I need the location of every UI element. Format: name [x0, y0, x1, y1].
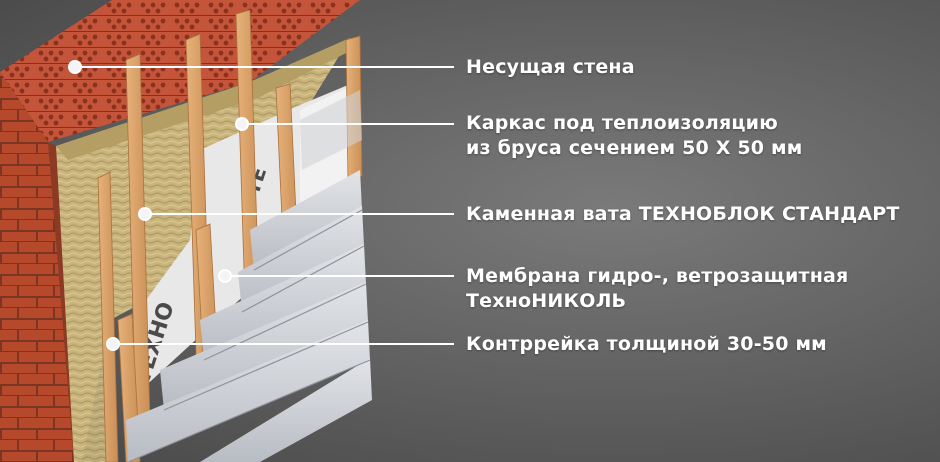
- label-counter-batten-text: Контррейка толщиной 30-50 мм: [466, 333, 827, 355]
- callout-dot-frame: [235, 117, 249, 131]
- label-wall-text: Несущая стена: [466, 56, 635, 78]
- label-stone-wool: Каменная вата ТЕХНОБЛОК СТАНДАРТ: [466, 202, 900, 227]
- callout-dot-wall: [68, 60, 82, 74]
- label-membrane-line1: Мембрана гидро-, ветрозащитная: [466, 265, 849, 287]
- brick-wall: [0, 0, 360, 462]
- callout-dot-membrane: [218, 269, 232, 283]
- label-frame-line1: Каркас под теплоизоляцию: [466, 112, 778, 134]
- label-frame: Каркас под теплоизоляцию из бруса сечени…: [466, 111, 803, 161]
- label-counter-batten: Контррейка толщиной 30-50 мм: [466, 332, 827, 357]
- callout-dot-counter-batten: [106, 337, 120, 351]
- callout-dot-wool: [138, 207, 152, 221]
- label-membrane: Мембрана гидро-, ветрозащитная ТехноНИКО…: [466, 264, 848, 314]
- label-membrane-line2: ТехноНИКОЛЬ: [466, 290, 627, 312]
- label-frame-line2: из бруса сечением 50 Х 50 мм: [466, 137, 803, 159]
- label-wool-text: Каменная вата ТЕХНОБЛОК СТАНДАРТ: [466, 203, 900, 225]
- siding-panels: [126, 90, 372, 462]
- callouts: [68, 60, 454, 351]
- label-load-bearing-wall: Несущая стена: [466, 55, 635, 80]
